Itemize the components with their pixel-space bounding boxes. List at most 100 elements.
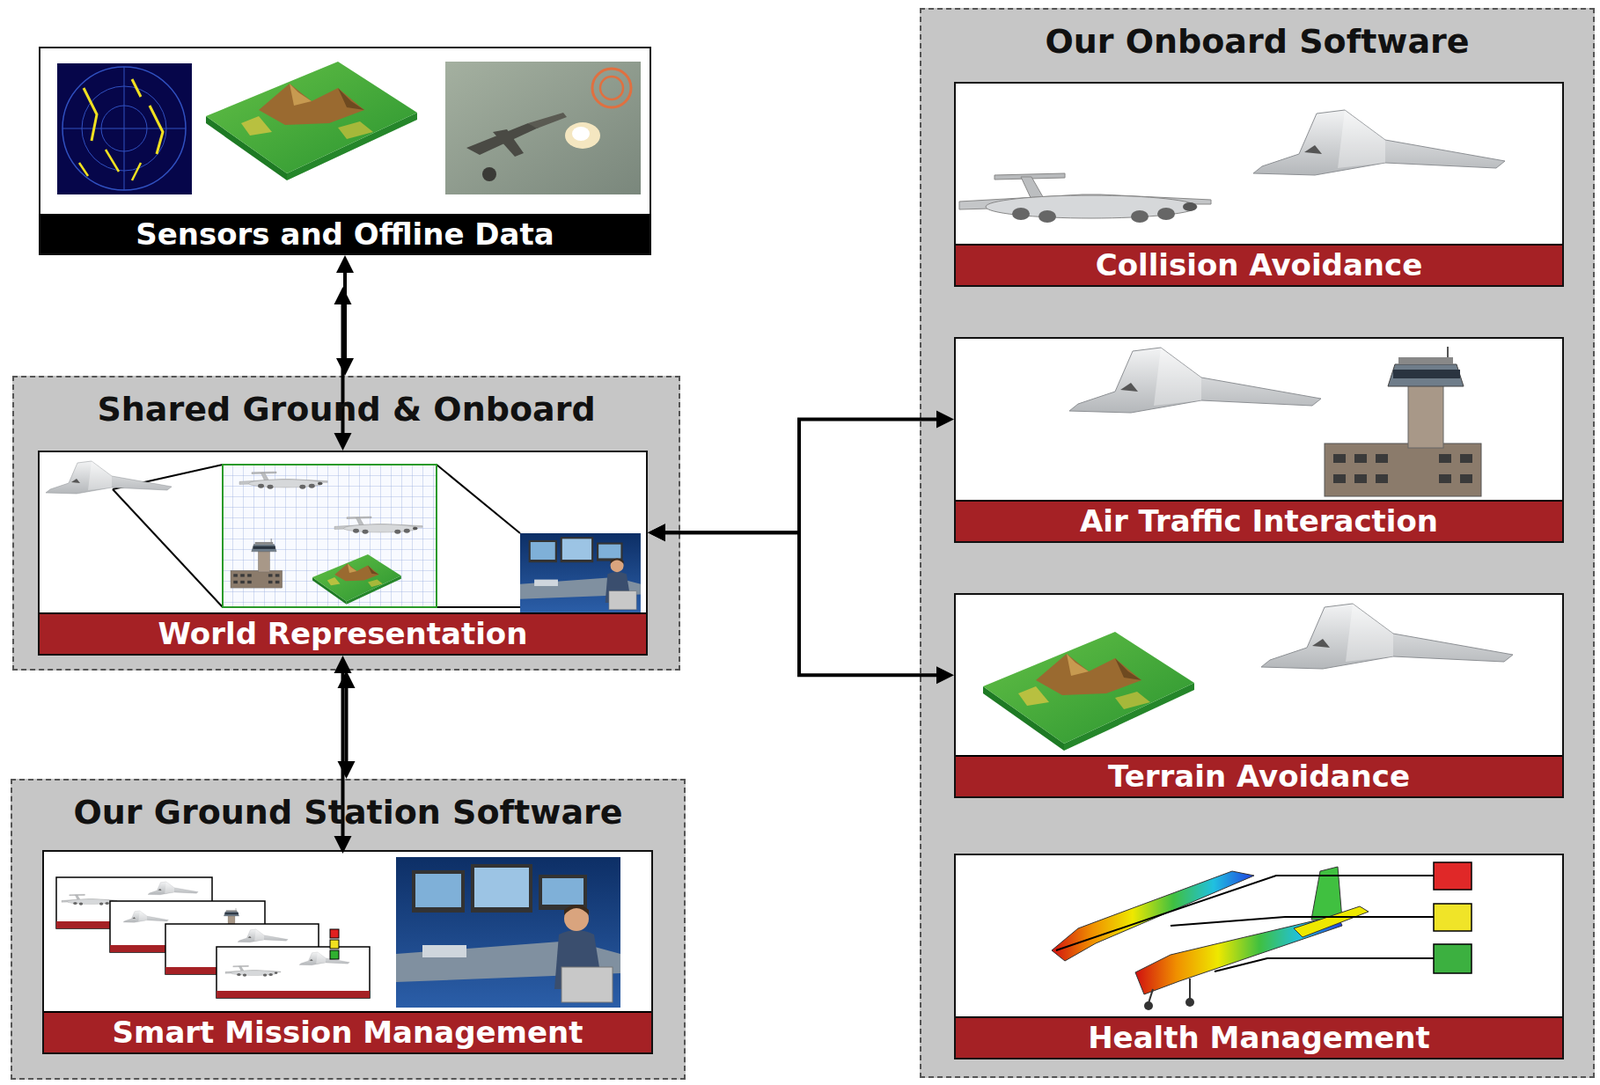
mission-cards [299,952,350,966]
mission-cards [216,990,370,999]
arrow-head [337,761,356,779]
health-image [1433,944,1472,974]
arrow-head [334,286,353,305]
arrow-head [334,655,353,674]
arrow-head [936,411,955,429]
health-image [1148,989,1153,1004]
air-traffic-image [1069,346,1482,497]
arrow-head [336,358,354,376]
camera-image [482,167,497,182]
world-model-image [239,471,328,490]
module-label: Air Traffic Interaction [955,499,1563,542]
health-image [1144,1001,1153,1011]
connector-line [658,532,944,676]
mission-cards [216,946,370,999]
mission-cards [225,965,281,977]
world-model-image [520,533,641,613]
mission-cards [165,924,319,975]
radar-image [62,66,186,191]
module-box: Collision Avoidance [954,81,1564,287]
health-image [1188,978,1191,1000]
health-image [1433,903,1472,932]
mission-cards [237,929,288,943]
camera-image [565,122,601,149]
group-panel: Our Ground Station SoftwareSmart Mission… [10,778,686,1080]
world-model-image [222,464,437,608]
world-model-image [312,554,402,605]
world-model-image [334,516,423,535]
arrow-head [647,523,666,542]
mission-cards [56,877,370,999]
group-heading: Shared Ground & Onboard [14,389,679,431]
connector-line [344,681,349,769]
group-panel: Shared Ground & OnboardWorld Representat… [12,375,681,671]
module-box: Terrain Avoidance [954,593,1564,799]
collision-image [1253,110,1505,176]
radar-image [132,79,163,155]
connector-arrow [336,255,354,376]
radar-image [101,105,147,152]
operator-photo [396,857,621,1008]
health-image [1170,917,1434,926]
mission-cards [211,908,243,939]
arrow-head [337,670,356,689]
camera-image [466,123,539,155]
mission-cards [330,929,339,939]
camera-image [445,61,641,195]
group-heading: Our Ground Station Software [12,792,684,834]
connector-line [341,297,345,441]
mission-cards [56,877,213,929]
collision-image [959,173,1212,223]
connector-line [343,265,347,366]
radar-image [57,63,192,195]
arrow-head [334,836,353,854]
camera-image [592,68,632,108]
camera-image [572,126,590,141]
arrow-head [336,255,354,273]
mission-cards [147,881,199,896]
module-box: Smart Mission Management [42,850,654,1055]
arrow-head [936,666,955,684]
world-model-image [45,461,641,613]
radar-image [83,88,97,141]
world-model-image [230,538,283,588]
health-image [1433,862,1472,890]
terrain-map [205,61,418,181]
world-model-image [436,606,521,609]
health-image [1056,875,1434,951]
health-image [1135,915,1343,995]
world-model-image [45,461,172,494]
terrain-image [1261,603,1513,669]
connector-arrow [334,286,353,451]
module-label: Terrain Avoidance [955,755,1563,797]
connector-arrow [337,670,356,779]
group-heading: Our Onboard Software [921,22,1593,63]
arrow-head [334,433,353,451]
module-box: Health Management [954,853,1564,1060]
health-image [1293,906,1369,938]
connector-line [341,666,345,844]
radar-image [57,63,192,195]
world-model-image [436,464,521,534]
camera-image [492,129,524,157]
camera-image [600,76,624,100]
world-model-image [112,464,223,490]
connector-arrow [334,655,353,854]
health-image [1214,958,1434,972]
terrain-image [983,631,1195,751]
radar-image [79,149,141,181]
group-panel: Our Onboard SoftwareCollision AvoidanceA… [919,7,1595,1079]
connector-arrow [647,411,955,543]
module-label: World Representation [39,612,646,654]
health-image [1311,866,1343,920]
world-model-image [112,489,223,608]
arrow-head [647,523,666,542]
mission-cards [330,939,339,949]
health-image [1051,871,1255,962]
radar-image [124,66,125,191]
data-source-box: Sensors and Offline Data [38,46,652,256]
module-label: Smart Mission Management [44,1011,652,1053]
